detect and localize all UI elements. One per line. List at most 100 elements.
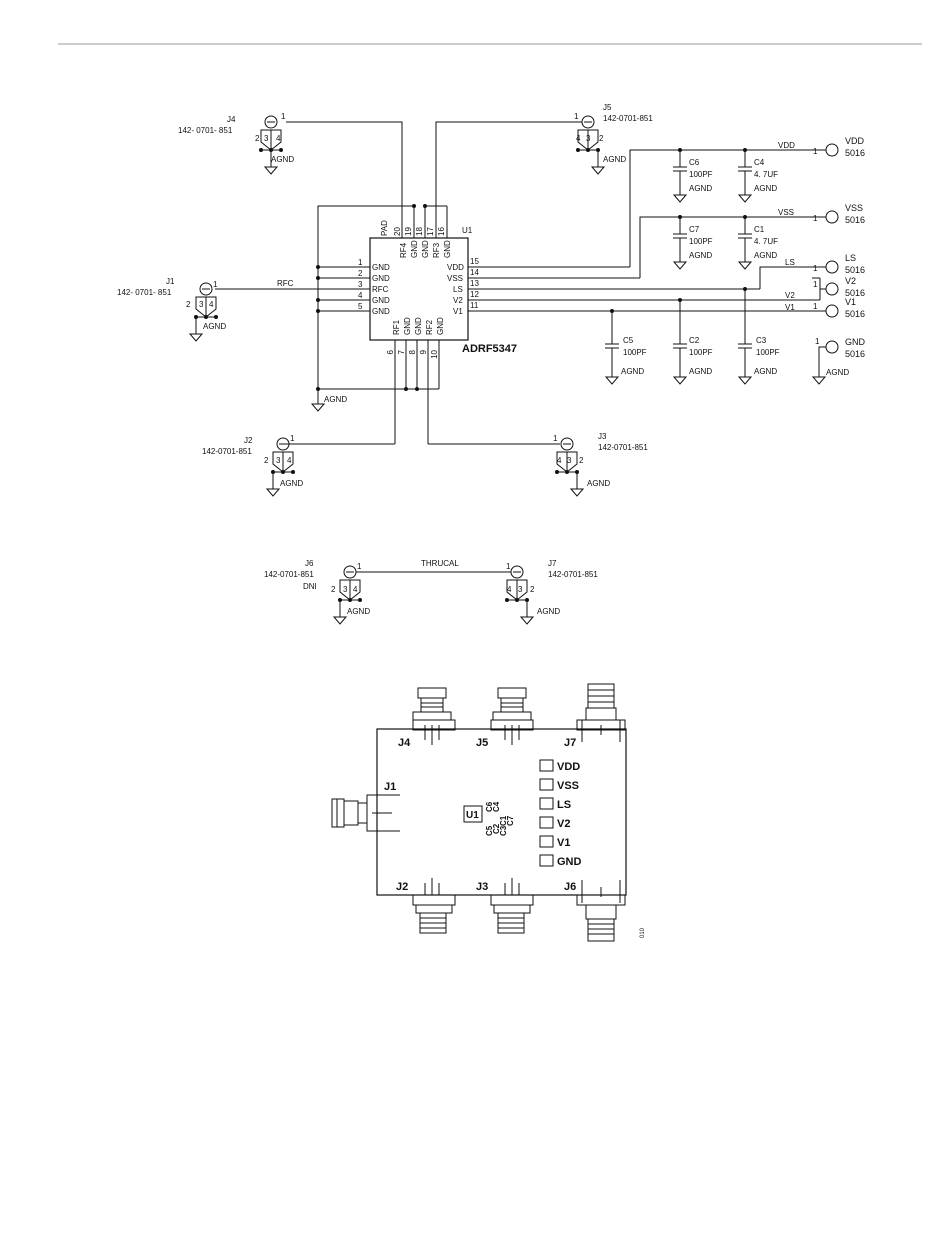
j1-pin1: 1 (213, 280, 218, 289)
u1-pin18-num: 18 (415, 227, 424, 236)
connector-j3 (555, 437, 585, 497)
pcb-sma-j4 (412, 687, 456, 745)
u1-pin4-num: 4 (358, 291, 363, 300)
v2-net-label: V2 (785, 291, 795, 300)
u1-pin10-name: GND (436, 317, 445, 335)
u1-pin16-num: 16 (437, 227, 446, 236)
u1-pin15-num: 15 (470, 257, 479, 266)
u1-pin11-num: 11 (470, 301, 479, 310)
c4-agnd: AGND (754, 184, 777, 193)
connector-j2 (265, 437, 295, 497)
u1-pin9-name: RF2 (425, 319, 434, 335)
v1-net-label: V1 (785, 303, 795, 312)
pcb-cap-c5: C5 (485, 825, 494, 836)
u1-top-pins: PAD 20 19 18 17 16 RF4 GND GND RF3 GND (380, 206, 452, 258)
svg-text:1: 1 (813, 264, 818, 273)
u1-pin1-num: 1 (358, 258, 363, 267)
j3-pin1: 1 (553, 434, 558, 443)
c6-value: 100PF (689, 170, 713, 179)
c3-value: 100PF (756, 348, 780, 357)
u1-pin8-num: 8 (408, 349, 417, 354)
u1-pin12-num: 12 (470, 290, 479, 299)
vdd-net-label: VDD (778, 141, 795, 150)
connector-j4 (259, 115, 283, 175)
pcb-cap-c3: C3 (499, 825, 508, 836)
c4-ref: C4 (754, 158, 765, 167)
j2-part: 142-0701-851 (202, 447, 252, 456)
pcb-cap-c6: C6 (485, 801, 494, 812)
u1-left-pins: 1 2 3 4 5 GND GND RFC GND GND (215, 258, 390, 316)
u1-pin7-num: 7 (397, 349, 406, 354)
u1-pin10-num: 10 (430, 349, 439, 358)
cap-c6: C6 100PF AGND (672, 150, 713, 203)
j5-pin2: 2 (599, 134, 604, 143)
j7-pin2: 2 (530, 585, 535, 594)
terminal-vss-name: VSS (845, 203, 863, 213)
j4-pin1: 1 (281, 112, 286, 121)
pcb-cap-c1: C1 (499, 815, 508, 826)
j4-pin2: 2 (255, 134, 260, 143)
pcb-pad-ls: LS (557, 799, 571, 811)
c1-ref: C1 (754, 225, 765, 234)
pcb-cap-c2: C2 (492, 823, 501, 834)
terminal-v2: 1 V2 5016 (813, 276, 865, 298)
u1-pin14-num: 14 (470, 268, 479, 277)
j7-part: 142-0701-851 (548, 570, 598, 579)
pcb-label-j4: J4 (398, 737, 411, 749)
figure-code: 010 (640, 927, 646, 938)
terminal-gnd-part: 5016 (845, 349, 865, 359)
j5-pin1: 1 (574, 112, 579, 121)
cap-c5: C5 100PF AGND (604, 311, 647, 385)
u1-part: ADRF5347 (462, 343, 517, 355)
u1-pin6-num: 6 (386, 349, 395, 354)
j2-pin1: 1 (290, 434, 295, 443)
j4-pin4: 4 (276, 134, 281, 143)
u1-pin17-num: 17 (426, 227, 435, 236)
svg-text:1: 1 (813, 147, 818, 156)
pcb-pad-v2: V2 (557, 818, 570, 830)
u1-pin15-name: VDD (447, 263, 464, 272)
u1-right-pins: 15 14 13 12 11 VDD VSS LS V2 V1 (447, 257, 820, 316)
svg-text:1: 1 (815, 337, 820, 346)
j5-part: 142-0701-851 (603, 114, 653, 123)
cap-c7: C7 100PF AGND (672, 217, 713, 270)
u1-pin4-name: GND (372, 296, 390, 305)
terminal-v1-name: V1 (845, 297, 856, 307)
pcb-pad-vdd: VDD (557, 761, 580, 773)
u1-pin1-name: GND (372, 263, 390, 272)
u1-pin9-num: 9 (419, 349, 428, 354)
u1-ground-bus: AGND (310, 204, 447, 412)
pcb-layout: J4 J5 J7 J1 J2 J3 J6 U1 C6 C4 C1 C5 C2 C… (331, 683, 646, 942)
supply-network: VDD VSS LS V2 V1 (610, 141, 821, 313)
thrucal-label: THRUCAL (421, 559, 459, 568)
u1-pin12-name: V2 (453, 296, 463, 305)
j3-ref: J3 (598, 432, 607, 441)
u1-pin14-name: VSS (447, 274, 463, 283)
pcb-sma-j7 (576, 683, 626, 742)
u1-pin3-num: 3 (358, 280, 363, 289)
terminal-ls-name: LS (845, 253, 856, 263)
pcb-cap-c4: C4 (492, 801, 501, 812)
terminal-vdd: 1 VDD 5016 (813, 136, 865, 158)
j3-pin2: 2 (579, 456, 584, 465)
pcb-sma-j2 (412, 878, 456, 934)
j6-pin2: 2 (331, 585, 336, 594)
j2-agnd: AGND (280, 479, 303, 488)
u1-pin3-name: RFC (372, 285, 389, 294)
u1-agnd-label: AGND (324, 395, 347, 404)
u1-pad-label: PAD (380, 220, 389, 236)
c7-value: 100PF (689, 237, 713, 246)
pcb-pads: VDD VSS LS V2 V1 GND (539, 759, 582, 868)
j2-pin3: 3 (276, 456, 281, 465)
terminal-v2-part: 5016 (845, 288, 865, 298)
j6-ref: J6 (305, 559, 314, 568)
rf-traces: RFC (277, 121, 582, 445)
terminal-vdd-name: VDD (845, 136, 865, 146)
j3-agnd: AGND (587, 479, 610, 488)
u1-pin13-num: 13 (470, 279, 479, 288)
u1-pin20-num: 20 (393, 227, 402, 236)
cap-c3: C3 100PF AGND (737, 289, 780, 385)
connector-j5 (576, 115, 606, 175)
u1-chip: U1 ADRF5347 1 2 3 4 5 GND GND RFC GND GN… (215, 204, 820, 444)
